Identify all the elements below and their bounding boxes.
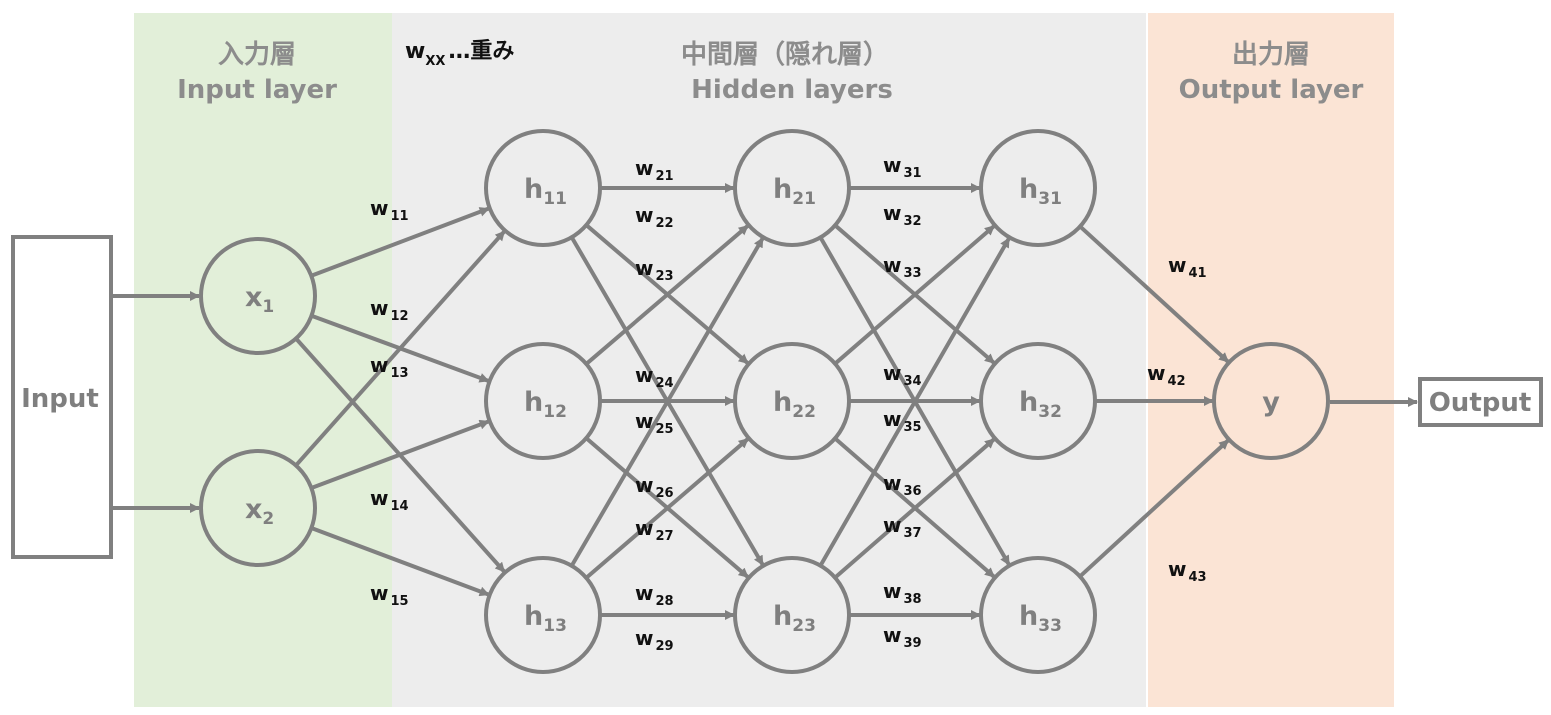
node-x1: x1	[199, 237, 317, 355]
node-label-h22: h22	[773, 387, 816, 422]
node-label-x2: x2	[245, 494, 274, 529]
node-label-x1: x1	[245, 282, 274, 317]
node-circle-h33	[979, 556, 1097, 674]
node-label-h33: h33	[1019, 601, 1062, 636]
node-circle-x2	[199, 449, 317, 567]
weight-legend-subscript: XX	[425, 54, 445, 69]
node-h13: h13	[484, 556, 602, 674]
output-layer-title-en: Output layer	[1179, 75, 1364, 105]
node-label-h21: h21	[773, 174, 816, 209]
edge-h23-h31	[818, 237, 1011, 567]
node-label-y: y	[1262, 387, 1280, 418]
weight-legend: wXX…重み	[405, 39, 514, 69]
edge-h31-y	[1078, 224, 1230, 364]
node-circle-h11	[484, 129, 602, 247]
node-h33: h33	[979, 556, 1097, 674]
input-layer-title-en: Input layer	[177, 75, 337, 105]
node-y: y	[1212, 342, 1330, 460]
node-circle-h12	[484, 342, 602, 460]
edge-x1-h11	[310, 206, 490, 278]
connections	[111, 183, 1418, 620]
weight-legend-symbol: w	[405, 39, 425, 64]
node-label-h13: h13	[524, 601, 567, 636]
node-label-h31: h31	[1019, 174, 1062, 209]
node-circle-h13	[484, 556, 602, 674]
node-h21: h21	[733, 129, 851, 247]
node-circle-h23	[733, 556, 851, 674]
edge-h33-y	[1078, 438, 1230, 578]
node-h22: h22	[733, 342, 851, 460]
node-circle-x1	[199, 237, 317, 355]
node-h23: h23	[733, 556, 851, 674]
node-x2: x2	[199, 449, 317, 567]
node-label-h32: h32	[1019, 387, 1062, 422]
edge-h13-h21	[569, 237, 765, 567]
node-h32: h32	[979, 342, 1097, 460]
hidden-layers-title-jp: 中間層（隠れ層）	[681, 40, 889, 70]
edge-h12-h21	[585, 224, 750, 366]
output-layer-title-jp: 出力層	[1232, 40, 1310, 70]
node-circle-h22	[733, 342, 851, 460]
node-label-h12: h12	[524, 387, 567, 422]
edge-x2-h12	[310, 419, 490, 490]
edge-x2-h13	[310, 526, 490, 597]
node-label-h23: h23	[773, 601, 816, 636]
edge-h23-h32	[833, 437, 996, 580]
hidden-layers-title-en: Hidden layers	[691, 75, 893, 105]
edge-x2-h11	[294, 229, 506, 467]
node-circle-h31	[979, 129, 1097, 247]
node-h12: h12	[484, 342, 602, 460]
node-circle-y	[1212, 342, 1330, 460]
edge-h22-h31	[833, 224, 996, 366]
weight-legend-text: …重み	[448, 39, 514, 64]
input-layer-title-jp: 入力層	[218, 40, 296, 70]
input-box-label: Input	[21, 384, 99, 414]
edge-h13-h22	[584, 437, 750, 580]
node-h11: h11	[484, 129, 602, 247]
input-box	[11, 235, 113, 559]
input-layer-band	[134, 13, 392, 707]
node-label-h11: h11	[524, 174, 567, 209]
node-h31: h31	[979, 129, 1097, 247]
node-circle-h21	[733, 129, 851, 247]
output-box-label: Output	[1429, 388, 1532, 418]
output-box	[1418, 377, 1543, 427]
node-circle-h32	[979, 342, 1097, 460]
neurons: x1 x2 h11 h12 h13 h21 h22 h23 h31 h32 h33 y	[199, 129, 1330, 674]
